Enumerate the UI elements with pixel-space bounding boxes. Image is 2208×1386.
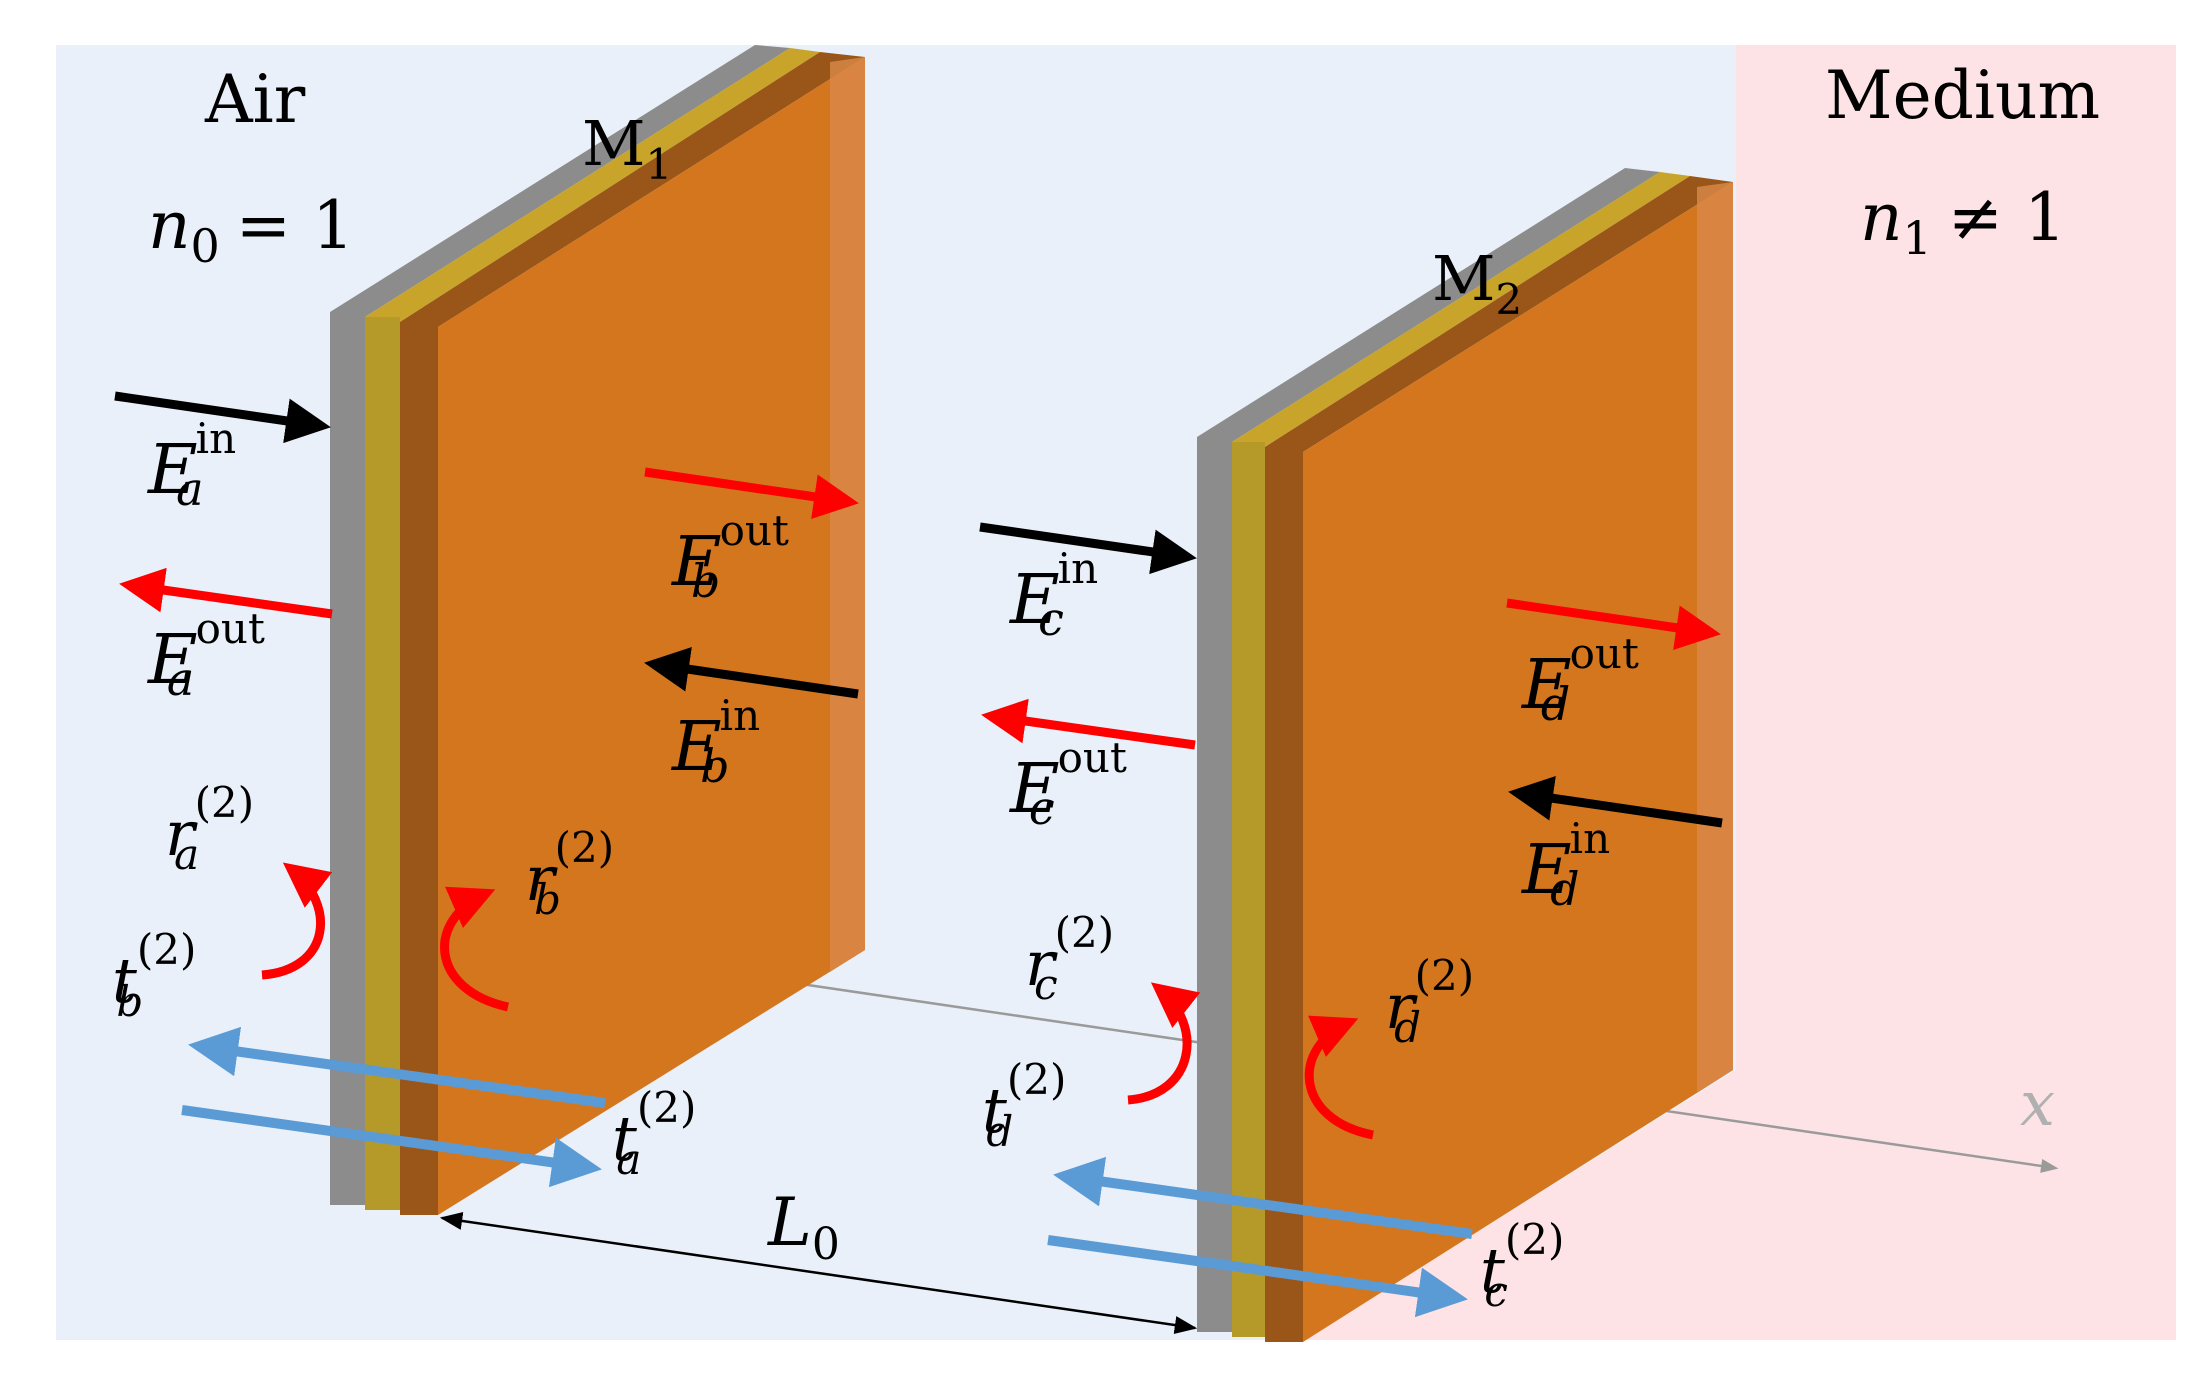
- label-ra: r(2)a: [165, 778, 254, 879]
- label-rb: r(2)b: [525, 823, 614, 924]
- x-axis-label: x: [2020, 1067, 2055, 1140]
- air-title: Air: [204, 61, 306, 138]
- mirror-m1-label: M1: [582, 107, 672, 189]
- arrow-eb-out: [644, 467, 859, 520]
- arrow-rb-curve: [440, 886, 509, 1012]
- label-td: t(2)d: [982, 1055, 1066, 1156]
- label-l0: L0: [767, 1184, 840, 1270]
- arrow-ea-out: [119, 567, 333, 619]
- label-ta: t(2)a: [612, 1083, 696, 1184]
- arrow-td: [1053, 1156, 1473, 1239]
- label-rd: r(2)d: [1385, 951, 1474, 1052]
- arrow-ec-in: [979, 522, 1197, 575]
- arrow-ra-curve: [261, 862, 333, 980]
- arrow-tb: [188, 1026, 606, 1108]
- label-tc: t(2)c: [1480, 1215, 1564, 1316]
- label-tb: t(2)b: [112, 925, 196, 1026]
- arrow-ed-out: [1506, 598, 1721, 651]
- mirror-m1: [330, 45, 865, 1215]
- label-rc: r(2)c: [1025, 908, 1114, 1009]
- mirror-m2-label: M2: [1432, 242, 1522, 324]
- arrow-rd-curve: [1304, 1015, 1374, 1140]
- air-refractive-index: n0= 1: [148, 187, 354, 273]
- arrow-ea-in: [114, 391, 331, 444]
- arrow-ec-out: [981, 698, 1196, 750]
- arrow-rc-curve: [1127, 982, 1201, 1105]
- mirror-m2: [1197, 168, 1733, 1342]
- medium-refractive-index: n1≠ 1: [1860, 179, 2066, 265]
- arrow-eb-in: [644, 646, 859, 699]
- arrow-ta: [181, 1105, 602, 1188]
- medium-region: [1736, 45, 2176, 1340]
- arrow-ed-in: [1508, 775, 1723, 828]
- medium-title: Medium: [1825, 57, 2100, 134]
- spacing-arrow: [439, 1212, 1198, 1334]
